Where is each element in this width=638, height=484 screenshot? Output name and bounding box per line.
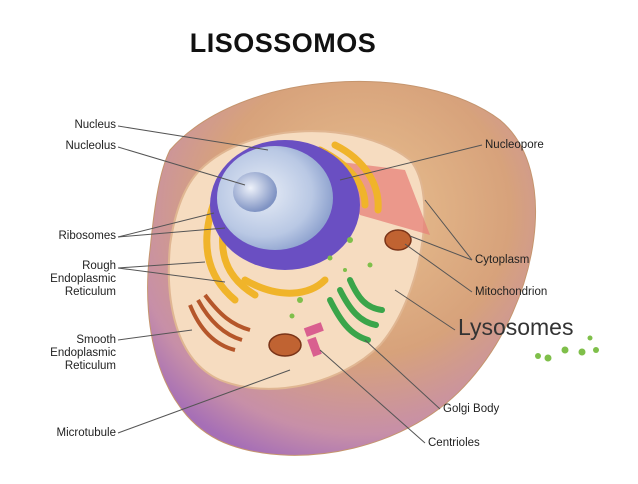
centrioles	[303, 322, 324, 357]
golgi-body	[327, 277, 385, 343]
label-cytoplasm: Cytoplasm	[475, 254, 530, 266]
page-title: LISOSSOMOS	[189, 28, 377, 58]
label-ribosomes: Ribosomes	[58, 230, 116, 242]
mitochondrion-left	[268, 333, 302, 357]
label-centrioles: Centrioles	[428, 437, 480, 449]
label-golgi-body: Golgi Body	[443, 403, 500, 415]
lysosome-dots-legend	[535, 335, 599, 362]
nucleolus	[233, 172, 277, 212]
label-nucleus: Nucleus	[74, 119, 116, 131]
label-nucleopore: Nucleopore	[485, 139, 544, 151]
label-mitochondrion: Mitochondrion	[475, 286, 548, 298]
lysosome-dots-cell	[289, 237, 373, 319]
label-nucleolus: Nucleolus	[65, 140, 117, 152]
label-lysosomes: Lysosomes	[458, 314, 574, 340]
mitochondrion-right	[384, 229, 412, 251]
label-rough-er: Rough Endoplasmic Reticulum	[50, 260, 116, 298]
leader-lines	[117, 125, 483, 444]
label-microtubule: Microtubule	[56, 427, 116, 439]
label-smooth-er: Smooth Endoplasmic Reticulum	[50, 334, 116, 372]
smooth-er	[188, 293, 251, 352]
